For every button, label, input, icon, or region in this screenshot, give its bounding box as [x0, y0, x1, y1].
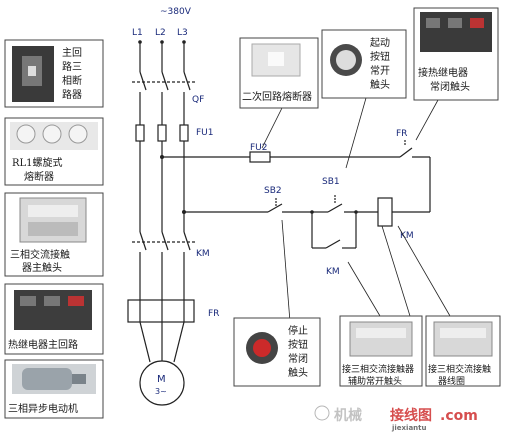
watermark-suffix: .com	[440, 408, 478, 424]
motor-label: 三相异步电动机	[8, 402, 78, 415]
coil-label-2: 器线圈	[438, 375, 465, 387]
km-aux-label: KM	[326, 267, 340, 277]
qf-label: QF	[192, 95, 204, 105]
motor-m-label: M	[157, 374, 166, 385]
fu1-label: FU1	[196, 128, 214, 138]
fu2-label: FU2	[250, 143, 268, 153]
coil-photo	[433, 321, 493, 357]
watermark-url: jiexiantu	[391, 424, 427, 432]
thermal-relay-photo	[14, 290, 92, 330]
start-button-label-1: 起动	[370, 37, 390, 49]
stop-button-label-2: 按钮	[288, 338, 308, 351]
fuse-photo	[10, 122, 98, 150]
contactor-photo	[19, 197, 87, 243]
stop-button-label-4: 触头	[288, 366, 308, 379]
start-button-callout: 起动 按钮 常开 触头	[321, 29, 407, 99]
breaker-label-3: 相断	[62, 74, 82, 87]
stop-button-label-3: 常闭	[288, 352, 308, 365]
voltage-label: ~380V	[160, 7, 192, 17]
fr-main-label: FR	[208, 309, 219, 319]
thermal-main-label: 热继电器主回路	[8, 338, 78, 351]
thermal-nc-label-2: 常闭触头	[430, 80, 470, 93]
power-lines	[127, 42, 196, 406]
motor-photo	[12, 364, 96, 394]
fuse-secondary-label: 二次回路熔断器	[242, 90, 312, 103]
callout-leaders	[261, 97, 451, 323]
thermal-nc-photo	[420, 12, 492, 52]
phase-terminals	[138, 40, 186, 214]
fr-ctrl-label: FR	[396, 129, 407, 139]
thermal-main-callout: 热继电器主回路	[4, 283, 104, 355]
sb1-label: SB1	[322, 177, 340, 187]
km-main-label: KM	[196, 249, 210, 259]
fuse-rl1-label-1: RL1螺旋式	[12, 156, 63, 169]
control-junctions	[310, 210, 358, 214]
phase-l1-label: L1	[132, 28, 143, 38]
start-button-label-3: 常开	[370, 64, 390, 77]
start-button-photo	[330, 44, 362, 76]
thermal-nc-label-1: 接热继电器	[418, 66, 468, 79]
breaker-label-1: 主回	[62, 47, 82, 59]
stop-button-label-1: 停止	[288, 324, 308, 337]
breaker-label-4: 路器	[62, 88, 82, 101]
motor-callout: 三相异步电动机	[4, 359, 104, 419]
breaker-callout: 主回 路三 相断 路器	[4, 39, 104, 108]
contactor-main-label-2: 器主触头	[22, 261, 62, 274]
breaker-label-2: 路三	[62, 60, 82, 73]
stop-button-callout: 停止 按钮 常闭 触头	[233, 317, 321, 387]
watermark: 机械 接线图 .com jiexiantu	[314, 405, 478, 432]
aux-contact-label-2: 辅助常开触头	[348, 375, 402, 387]
stop-button-photo	[246, 332, 278, 364]
aux-contact-callout: 接三相交流接触器 辅助常开触头	[339, 315, 423, 387]
watermark-right: 接线图	[390, 407, 432, 424]
motor-phase-label: 3~	[155, 387, 167, 396]
phase-l2-label: L2	[155, 28, 166, 38]
watermark-left: 机械	[334, 407, 362, 424]
start-button-label-4: 触头	[370, 78, 390, 91]
start-button-label-2: 按钮	[370, 50, 390, 63]
aux-contact-photo	[349, 321, 413, 357]
fuse-rl1-callout: RL1螺旋式 熔断器	[4, 117, 104, 186]
thermal-nc-callout: 接热继电器 常闭触头	[413, 7, 499, 101]
coil-label-1: 接三相交流接触	[428, 363, 491, 375]
coil-callout: 接三相交流接触 器线圈	[425, 315, 501, 387]
phase-l3-label: L3	[177, 28, 188, 38]
aux-contact-label-1: 接三相交流接触器	[342, 363, 414, 375]
control-circuit	[162, 140, 431, 249]
contactor-main-label-1: 三相交流接触	[10, 248, 70, 261]
fuse-rl1-label-2: 熔断器	[24, 170, 54, 183]
contactor-main-callout: 三相交流接触 器主触头	[4, 192, 104, 277]
km-coil-label: KM	[400, 231, 414, 241]
sb2-label: SB2	[264, 186, 282, 196]
fuse-secondary-callout: 二次回路熔断器	[239, 37, 319, 109]
